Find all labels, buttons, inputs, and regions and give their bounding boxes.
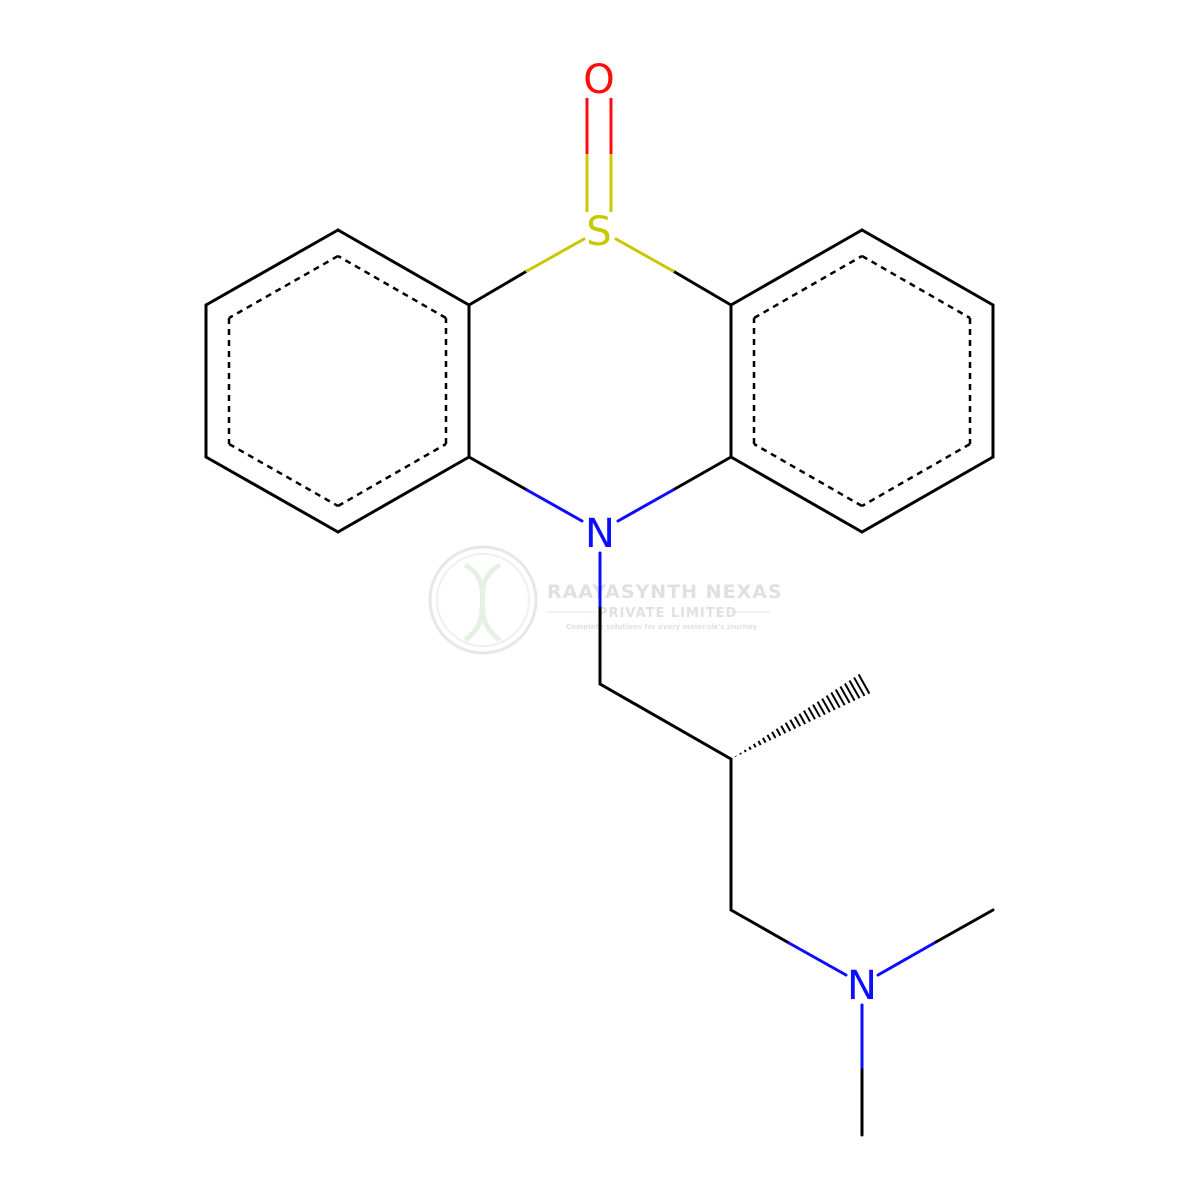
bond-c-s-right-yellow [614, 237, 675, 273]
aromatic-bond [861, 442, 971, 508]
bond [729, 228, 864, 307]
right-ring-aromatic-dashes [752, 254, 972, 508]
hash-line [757, 740, 762, 746]
hash-line [739, 752, 742, 755]
hash-line [816, 701, 826, 716]
bond-c-s-right-black [671, 269, 733, 307]
hash-line [825, 695, 836, 711]
aromatic-bond [753, 254, 863, 320]
bond-ch2-n-black [729, 908, 791, 945]
bond-c-n-right-blue [616, 488, 675, 523]
aromatic-bond [753, 442, 863, 508]
ring-nitrogen-bonds [467, 455, 733, 523]
bond-ch2-n-blue [787, 941, 848, 977]
watermark-logo-inner-icon [436, 553, 530, 647]
watermark-logo-icon [428, 545, 538, 655]
bond-n-methyl-right-black [934, 908, 995, 944]
hash-line [857, 673, 871, 695]
bond [204, 455, 340, 534]
hash-line [748, 746, 752, 751]
hash-line [775, 728, 782, 737]
hash-line [848, 679, 861, 699]
hash-line [780, 725, 787, 734]
hash-line [798, 713, 807, 725]
bond [860, 228, 995, 307]
bond-n-methyl-right-blue [876, 940, 938, 977]
bond [729, 455, 864, 534]
hash-line [807, 707, 816, 720]
hash-line [812, 704, 821, 718]
bond-c-n-left-black [467, 455, 529, 492]
aromatic-bond [861, 254, 971, 320]
bond-ch2-ch [598, 682, 733, 761]
aromatic-bond [228, 442, 339, 508]
bond [204, 228, 340, 307]
watermark-company: RAAYASYNTH NEXAS [547, 581, 783, 603]
sulfur-bonds [467, 237, 733, 307]
hash-line [752, 743, 757, 748]
bond [336, 228, 471, 307]
watermark-subtitle: PRIVATE LIMITED [598, 606, 737, 621]
hash-line [789, 719, 797, 730]
bond-c-n-left-blue [525, 488, 584, 523]
bond-c-n-right-black [671, 455, 733, 492]
watermark-tagline: Complete solutions for every molecule's … [566, 623, 757, 631]
hash-line [766, 734, 772, 741]
watermark: RAAYASYNTH NEXAS PRIVATE LIMITED Complet… [428, 545, 783, 655]
aromatic-bond [337, 254, 447, 320]
hash-line [834, 689, 846, 706]
bond [860, 455, 995, 534]
hash-line [821, 698, 831, 713]
aromatic-bond [337, 442, 447, 508]
side-chain [598, 551, 995, 1137]
bond-c-s-left-yellow [525, 237, 586, 273]
atom-label-oxygen: O [583, 57, 614, 103]
hash-line [743, 749, 747, 753]
left-benzene-ring [204, 228, 471, 534]
hash-line [853, 676, 866, 697]
stereo-hash-wedge [734, 673, 871, 758]
hash-line [803, 710, 811, 723]
watermark-helix-icon [463, 562, 502, 643]
atom-label-amine-nitrogen: N [847, 963, 877, 1009]
right-benzene-ring [729, 228, 995, 534]
bond [336, 455, 471, 534]
hash-line [784, 722, 792, 732]
sulfoxide-double-bond [585, 98, 613, 212]
aromatic-bond [228, 254, 339, 320]
left-ring-aromatic-dashes [227, 254, 448, 508]
hash-line [793, 716, 802, 727]
atom-label-sulfur: S [586, 209, 611, 255]
hash-line [771, 731, 777, 739]
hash-line [762, 737, 767, 744]
bond-c-s-left-black [467, 269, 529, 307]
atom-label-ring-nitrogen: N [585, 511, 615, 557]
hash-line [839, 686, 851, 704]
hash-line [844, 682, 856, 702]
hash-line [830, 692, 841, 709]
